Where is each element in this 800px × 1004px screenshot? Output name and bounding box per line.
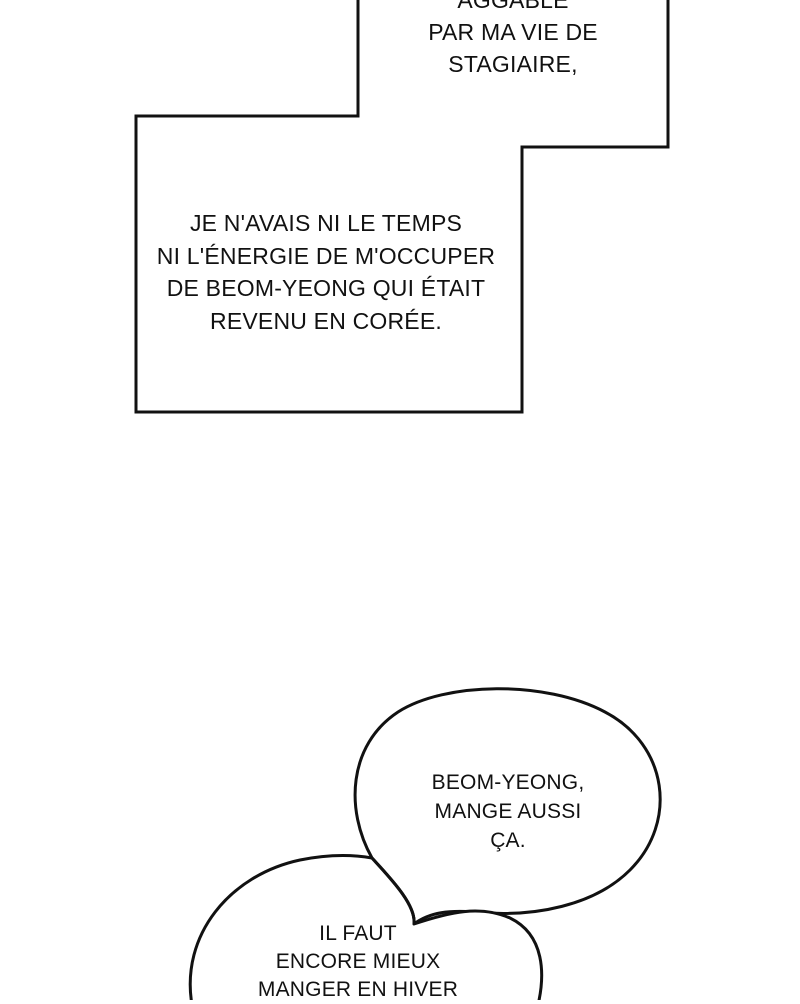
speech-bubble-1-text: BEOM-YEONG, MANGE AUSSI ÇA. [398,768,618,855]
narration-main-line: REVENU EN CORÉE. [210,307,442,334]
speech-bubble-2-tail [370,856,416,925]
speech-2-line: ENCORE MIEUX [275,950,441,973]
narration-main-text: JE N'AVAIS NI LE TEMPS NI L'ÉNERGIE DE M… [146,207,506,337]
speech-bubble-2-text: IL FAUT ENCORE MIEUX MANGER EN HIVER [228,920,488,1004]
speech-1-line: ÇA. [490,829,526,852]
narration-main-line: NI L'ÉNERGIE DE M'OCCUPER [156,242,496,269]
speech-1-line: MANGE AUSSI [434,800,582,823]
speech-bubble-1-shape [353,687,662,926]
narration-top-line: PAR MA VIE DE [428,19,598,45]
narration-top-line: AGGABLÉ [457,0,569,13]
speech-1-line: BEOM-YEONG, [431,771,585,794]
speech-2-line: IL FAUT [319,922,397,945]
narration-top-line: STAGIAIRE, [448,51,578,77]
narration-box-frame [134,0,670,414]
narration-main-line: DE BEOM-YEONG QUI ÉTAIT [166,275,486,301]
speech-2-line: MANGER EN HIVER [257,978,459,1001]
narration-top-text: AGGABLÉ PAR MA VIE DE STAGIAIRE, [408,0,618,80]
narration-main-line: JE N'AVAIS NI LE TEMPS [189,210,463,236]
